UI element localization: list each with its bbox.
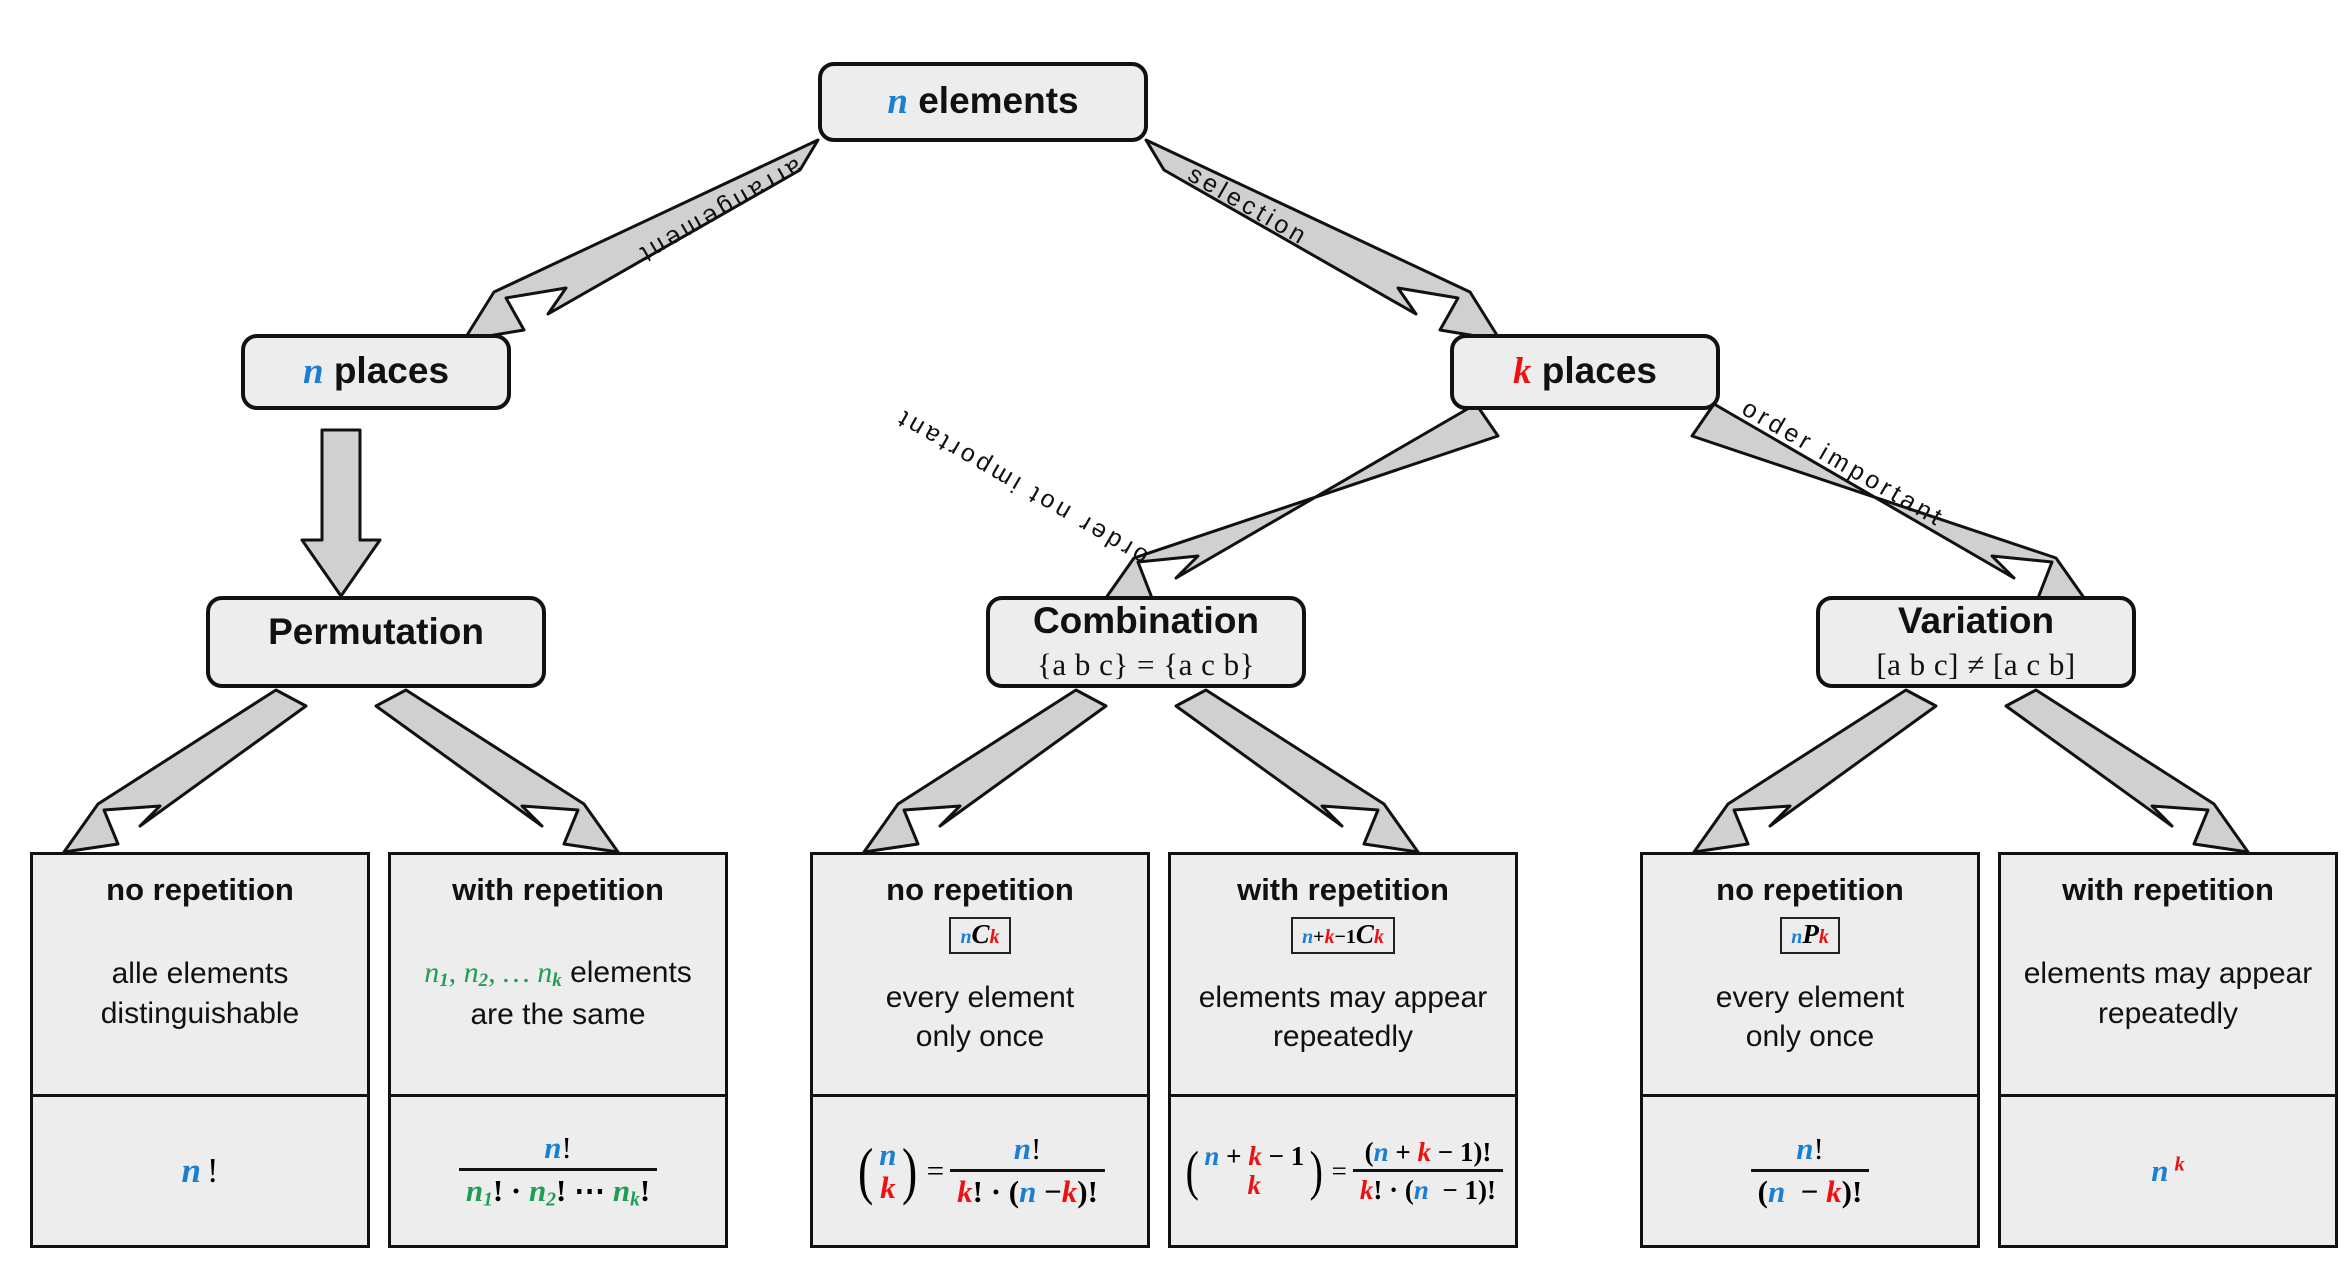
node-n-places[interactable]: n places — [241, 334, 511, 410]
leaf-formula: n! — [33, 1094, 367, 1245]
leaf-description: alle elements distinguishable — [100, 957, 300, 1030]
leaf-var-with-rep[interactable]: with repetition elements may appear repe… — [1998, 852, 2338, 1248]
arrow-var-with-rep — [2004, 688, 2250, 854]
arrow-var-no-rep — [1692, 688, 1938, 854]
leaf-comb-with-rep-top: with repetition n+k−1Ck elements may app… — [1171, 855, 1515, 1094]
node-permutation[interactable]: Permutation — [206, 596, 546, 688]
leaf-description: every element only once — [885, 980, 1075, 1054]
leaf-comb-with-rep[interactable]: with repetition n+k−1Ck elements may app… — [1168, 852, 1518, 1248]
leaf-comb-no-rep-top: no repetition nCk every element only onc… — [813, 855, 1147, 1094]
node-n-elements-label: n elements — [887, 80, 1079, 123]
leaf-head: with repetition — [2062, 872, 2274, 907]
arrow-perm-no-rep — [62, 688, 308, 854]
arrow-order-important — [1690, 402, 2096, 614]
node-k-places-text: places — [1541, 350, 1657, 392]
leaf-head: no repetition — [886, 872, 1074, 907]
notation-badge-npkm1Ck: n+k−1Ck — [1291, 916, 1395, 955]
leaf-description: elements may appear repeatedly — [2023, 957, 2313, 1030]
node-permutation-title: Permutation — [268, 611, 484, 652]
node-variation-example: [a b c] ≠ [a c b] — [1876, 647, 2076, 683]
node-k-places-label: k places — [1513, 350, 1657, 393]
leaf-description: elements may appear repeatedly — [1198, 980, 1488, 1054]
node-k-places[interactable]: k places — [1450, 334, 1720, 410]
leaf-perm-no-rep-top: no repetition alle elements distinguisha… — [33, 855, 367, 1094]
variable-n: n — [302, 351, 324, 393]
leaf-head: no repetition — [1716, 872, 1904, 907]
arrow-order-not-important — [1094, 402, 1500, 614]
node-variation[interactable]: Variation [a b c] ≠ [a c b] — [1816, 596, 2136, 688]
node-n-elements[interactable]: n elements — [818, 62, 1148, 142]
node-n-places-text: places — [333, 350, 450, 392]
leaf-head: with repetition — [1237, 872, 1449, 907]
node-variation-title: Variation — [1897, 599, 2055, 641]
leaf-perm-no-rep[interactable]: no repetition alle elements distinguisha… — [30, 852, 370, 1248]
leaf-var-with-rep-top: with repetition elements may appear repe… — [2001, 855, 2335, 1094]
node-combination[interactable]: Combination {a b c} = {a c b} — [986, 596, 1306, 688]
arrow-comb-with-rep — [1174, 688, 1420, 854]
notation-badge-nPk: nPk — [1780, 916, 1840, 955]
leaf-comb-no-rep[interactable]: no repetition nCk every element only onc… — [810, 852, 1150, 1248]
node-n-places-label: n places — [302, 350, 450, 393]
arrow-selection — [1144, 138, 1502, 342]
leaf-var-no-rep-top: no repetition nPk every element only onc… — [1643, 855, 1977, 1094]
variable-n: n — [887, 81, 908, 123]
arrow-comb-no-rep — [862, 688, 1108, 854]
node-combination-title: Combination — [1032, 599, 1260, 641]
arrow-perm-with-rep — [374, 688, 620, 854]
leaf-head: with repetition — [452, 872, 664, 907]
arrow-n-places-permutation — [300, 428, 382, 598]
leaf-head: no repetition — [106, 872, 294, 907]
variable-k: k — [1513, 351, 1532, 393]
leaf-description: every element only once — [1715, 980, 1905, 1054]
node-combination-example: {a b c} = {a c b} — [1036, 647, 1256, 683]
leaf-formula: ( n + k − 1 k ) = (n + k − 1)! k! · (n −… — [1171, 1094, 1515, 1245]
leaf-formula: n! (n − k)! — [1643, 1094, 1977, 1245]
node-n-elements-text: elements — [918, 80, 1079, 122]
arrow-arrangement — [462, 138, 820, 342]
leaf-var-no-rep[interactable]: no repetition nPk every element only onc… — [1640, 852, 1980, 1248]
leaf-formula: n! n1! · n2! ⋯ nk! — [391, 1094, 725, 1245]
notation-badge-nCk: nCk — [949, 916, 1011, 955]
